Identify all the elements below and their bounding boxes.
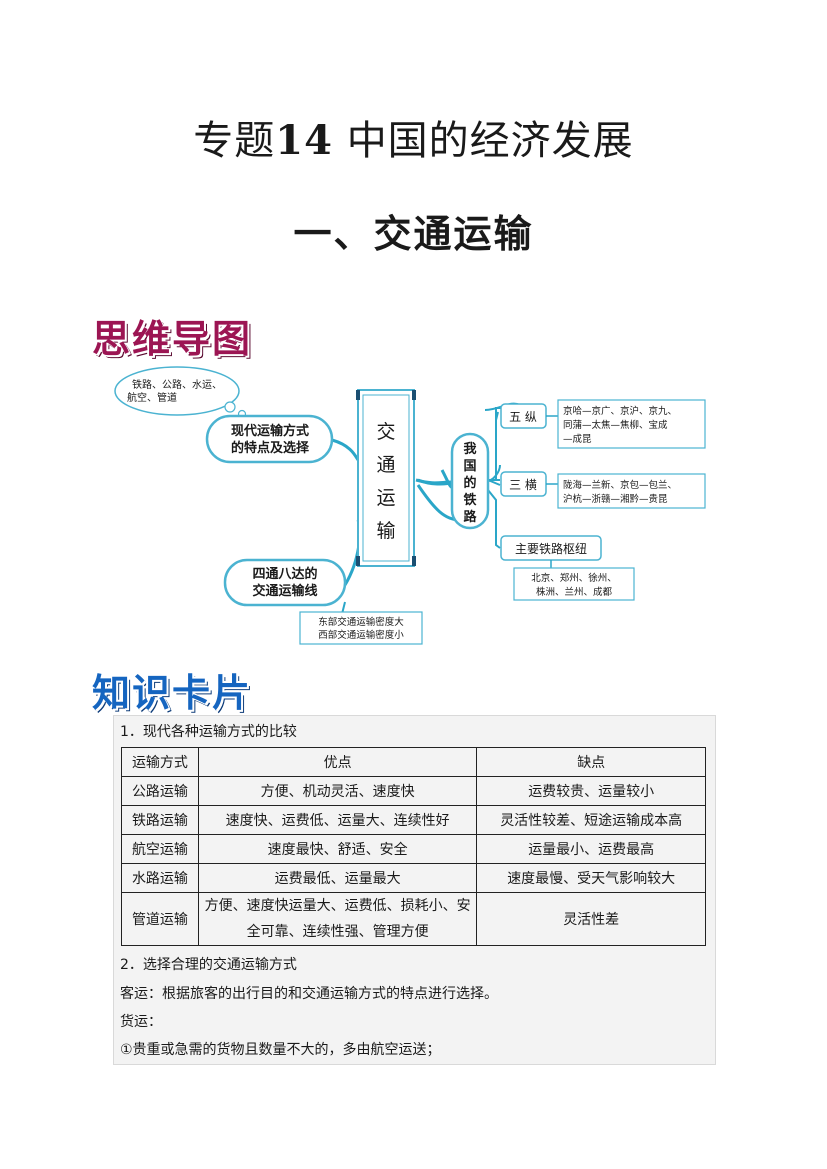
three-horizontal-label: 三 横 xyxy=(509,478,537,492)
node-modern-transport xyxy=(205,414,334,464)
five-vertical-detail-line: —成昆 xyxy=(563,433,592,445)
center-char: 交 xyxy=(376,421,395,443)
table-row: 水路运输 运费最低、运量最大 速度最慢、受天气影响较大 xyxy=(121,863,706,893)
card-heading-2: 2．选择合理的交通运输方式 xyxy=(120,957,297,973)
table-row: 铁路运输 速度快、运费低、运量大、连续性好 灵活性较差、短途运输成本高 xyxy=(121,805,706,835)
freight-item-1: ①贵重或急需的货物且数量不大的，多由航空运送； xyxy=(120,1042,441,1058)
three-horizontal-detail-line: 沪杭—浙赣—湘黔—贵昆 xyxy=(563,493,668,505)
railway-char: 铁 xyxy=(462,492,476,508)
knowledge-card-banner: 知识卡片 xyxy=(92,671,253,715)
bubble-line-1: 铁路、公路、水运、 xyxy=(132,378,222,391)
card-heading-1: 1．现代各种运输方式的比较 xyxy=(120,724,297,740)
section-subtitle: 一、交通运输 xyxy=(293,211,534,256)
table-header-row: 运输方式 优点 缺点 xyxy=(121,747,706,777)
density-note-line-1: 东部交通运输密度大 xyxy=(318,616,404,628)
hubs-detail-line: 株洲、兰州、成都 xyxy=(536,586,613,598)
node-network-line-2: 交通运输线 xyxy=(252,583,317,599)
table-cell: 公路运输 xyxy=(121,776,199,806)
title-number: 14 xyxy=(275,117,333,164)
node-network xyxy=(223,558,347,607)
passenger-text: 客运：根据旅客的出行目的和交通运输方式的特点进行选择。 xyxy=(120,986,498,1002)
thought-bubble xyxy=(114,366,240,416)
connector xyxy=(331,438,360,461)
transport-comparison-table: 运输方式 优点 缺点 公路运输 方便、机动灵活、速度快 运费较贵、运量较小 铁路… xyxy=(121,747,706,946)
five-vertical-label: 五 纵 xyxy=(509,410,537,424)
table-cell: 速度最快、舒适、安全 xyxy=(197,834,478,864)
table-row: 管道运输 方便、速度快运量大、运费低、损耗小、安 全可靠、连续性强、管理方便 灵… xyxy=(121,892,706,946)
table-row: 公路运输 方便、机动灵活、速度快 运费较贵、运量较小 xyxy=(121,776,706,806)
table-cell: 航空运输 xyxy=(121,834,199,864)
table-cell: 灵活性较差、短途运输成本高 xyxy=(476,805,706,835)
center-box-inner xyxy=(362,394,410,562)
connector xyxy=(488,411,499,481)
hubs-label: 主要铁路枢纽 xyxy=(515,541,587,556)
center-char: 输 xyxy=(376,520,395,542)
center-char: 通 xyxy=(376,454,395,476)
node-modern-line-1: 现代运输方式 xyxy=(231,423,309,439)
table-cell: 管道运输 xyxy=(121,892,199,946)
density-note-box xyxy=(299,611,423,645)
three-horizontal-detail-box xyxy=(557,473,706,509)
table-cell: 铁路运输 xyxy=(121,805,199,835)
table-cell: 速度快、运费低、运量大、连续性好 xyxy=(197,805,478,835)
hubs-detail-line: 北京、郑州、徐州、 xyxy=(531,572,617,584)
table-cell: 运费最低、运量最大 xyxy=(197,863,478,893)
bubble-line-2: 航空、管道 xyxy=(127,391,177,404)
freight-text: 货运： xyxy=(120,1014,162,1030)
railway-char: 路 xyxy=(463,509,477,525)
center-box xyxy=(357,389,415,567)
table-cell: 灵活性差 xyxy=(476,892,706,946)
mindmap-diagram: 铁路、公路、水运、 航空、管道 交 通 运 输 现代运输方式 的特点及选择 四通… xyxy=(114,366,706,645)
railway-char: 国 xyxy=(463,459,476,474)
table-cell: 方便、机动灵活、速度快 xyxy=(197,776,478,806)
table-cell: 方便、速度快运量大、运费低、损耗小、安 全可靠、连续性强、管理方便 xyxy=(197,892,478,946)
table-header-cell: 优点 xyxy=(197,747,478,777)
hubs-detail-box xyxy=(513,567,635,601)
five-vertical-detail-line: 同蒲—太焦—焦柳、宝成 xyxy=(563,419,668,431)
railway-char: 我 xyxy=(463,441,476,457)
node-railway xyxy=(450,432,490,530)
bubble-dot xyxy=(224,401,236,413)
node-network-line-1: 四通八达的 xyxy=(252,566,317,582)
connector xyxy=(415,478,453,485)
table-cell: 速度最慢、受天气影响较大 xyxy=(476,863,706,893)
five-vertical-detail-box xyxy=(557,399,706,449)
table-cell: 水路运输 xyxy=(121,863,199,893)
table-row: 航空运输 速度最快、舒适、安全 运量最小、运费最高 xyxy=(121,834,706,864)
title-prefix: 专题 xyxy=(193,118,276,164)
table-cell: 运费较贵、运量较小 xyxy=(476,776,706,806)
title-rest: 中国的经济发展 xyxy=(346,118,634,164)
pipe-advantage-line-2: 全可靠、连续性强、管理方便 xyxy=(246,924,429,940)
pipe-advantage-line-1: 方便、速度快运量大、运费低、损耗小、安 xyxy=(204,898,471,914)
knowledge-card: 1．现代各种运输方式的比较 运输方式 优点 缺点 公路运输 方便、机动灵活、速度… xyxy=(113,715,716,1065)
node-modern-line-2: 的特点及选择 xyxy=(231,440,310,456)
density-note-line-2: 西部交通运输密度小 xyxy=(318,629,404,641)
page-title: 专题14 中国的经济发展 xyxy=(0,108,827,166)
mindmap-banner: 思维导图 xyxy=(92,317,253,361)
table-cell: 运量最小、运费最高 xyxy=(476,834,706,864)
three-horizontal-detail-line: 陇海—兰新、京包—包兰、 xyxy=(563,479,677,491)
five-vertical-detail-line: 京哈—京广、京沪、京九、 xyxy=(563,405,677,417)
connector xyxy=(487,489,501,549)
table-header-cell: 运输方式 xyxy=(121,747,199,777)
railway-char: 的 xyxy=(463,475,476,491)
center-char: 运 xyxy=(376,487,395,509)
table-header-cell: 缺点 xyxy=(476,747,706,777)
connector xyxy=(487,479,501,486)
